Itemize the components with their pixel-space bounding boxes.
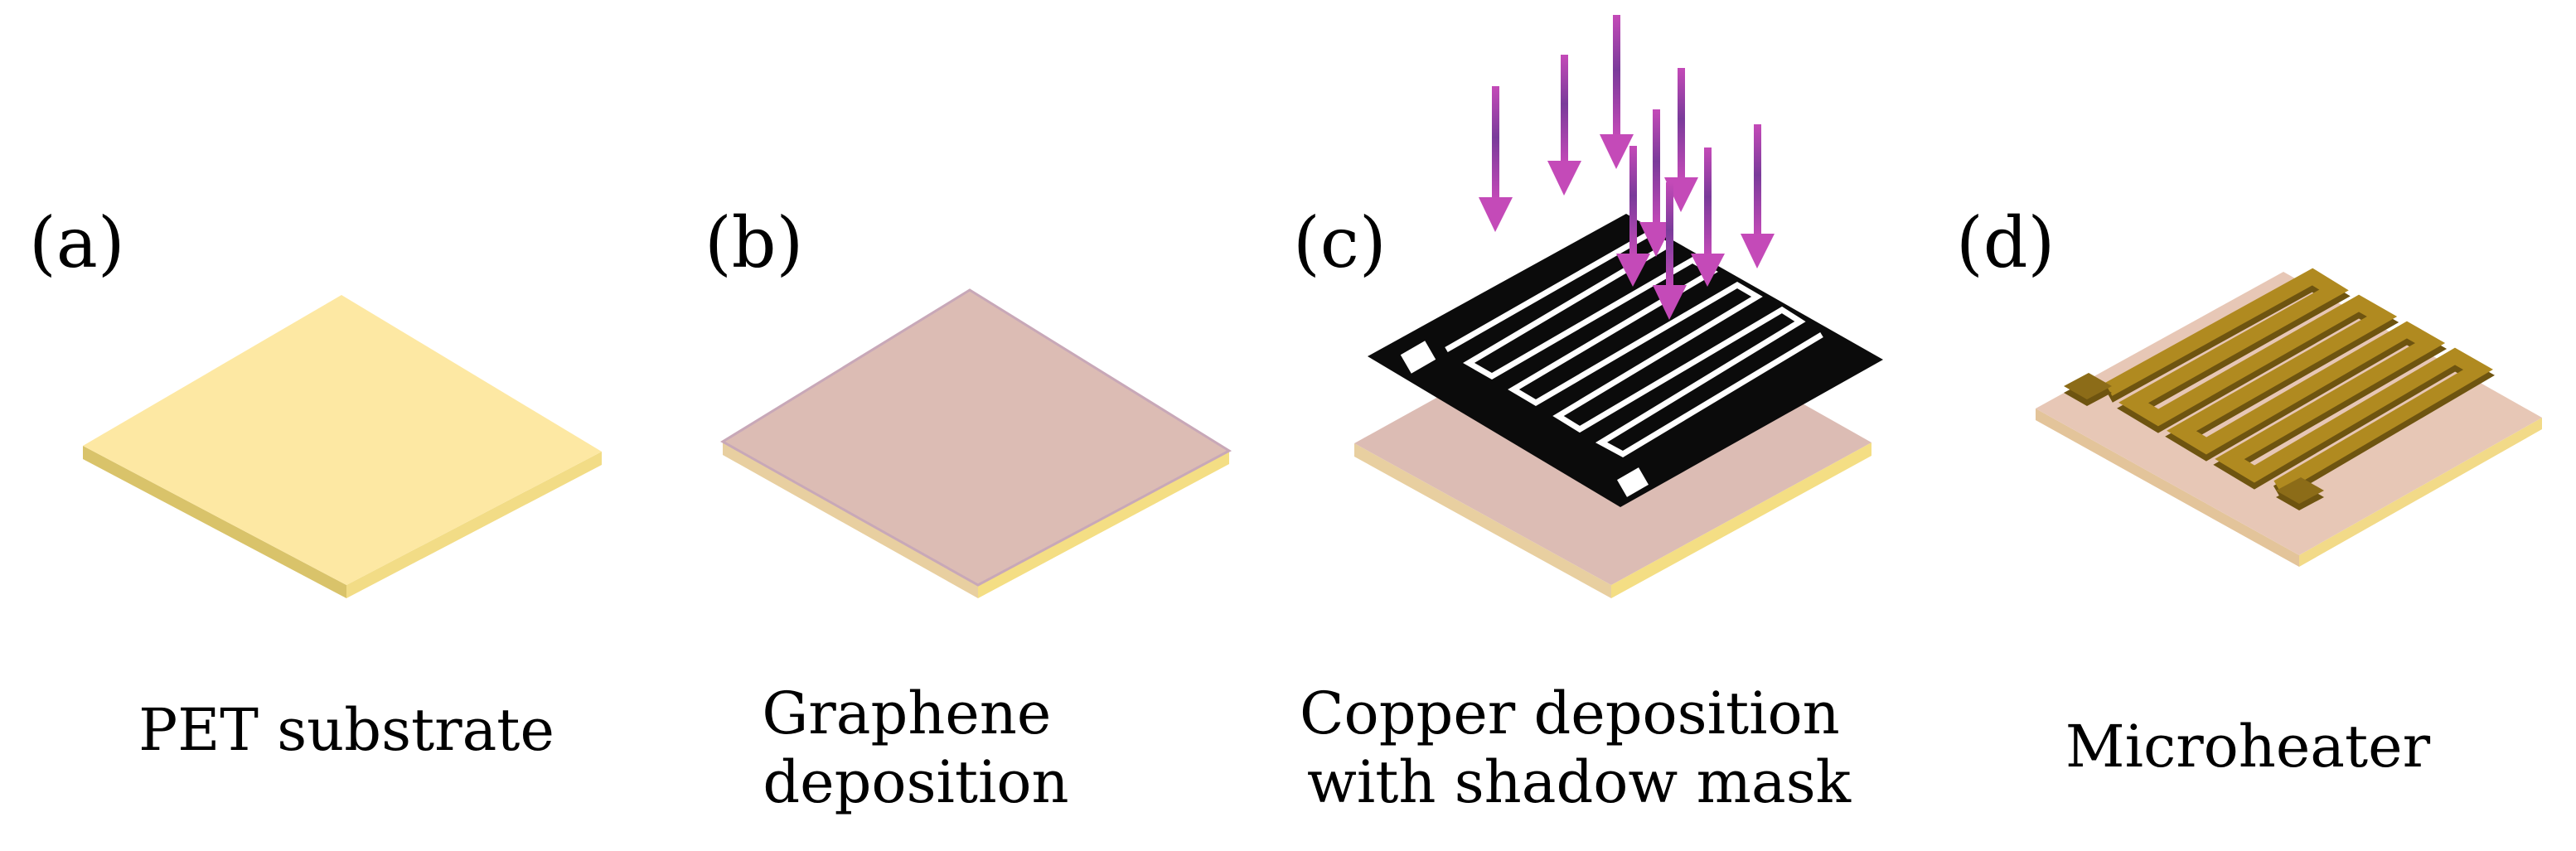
substrate-side-right: [978, 451, 1229, 598]
deposition-arrow-icon: [1479, 86, 1513, 232]
pet-side-right: [346, 452, 602, 598]
panel-a-label: (a): [29, 202, 125, 283]
pet-top-face: [83, 295, 602, 585]
mask-plate: [1368, 214, 1883, 507]
substrate-side-right: [2299, 418, 2542, 567]
panel-b: (b) Graphene deposition: [705, 202, 1232, 816]
panel-a-caption: PET substrate: [138, 696, 554, 764]
panel-c-label: (c): [1293, 202, 1387, 283]
deposition-arrow-icon: [1639, 109, 1673, 257]
substrate-side-right: [1611, 442, 1871, 598]
panel-b-caption: Graphene deposition: [762, 679, 1069, 816]
mask-pad-right: [1617, 467, 1649, 497]
deposition-arrow-icon: [1600, 15, 1634, 169]
deposition-arrow-icon: [1691, 147, 1725, 287]
graphene-top-face: [720, 288, 1232, 587]
substrate-top-face: [2036, 272, 2542, 555]
panel-d: (d) Microheater: [1956, 202, 2542, 781]
substrate-side-left: [723, 442, 978, 598]
pet-substrate: [83, 295, 602, 598]
substrate-side-left: [1354, 443, 1611, 598]
microheater-device: [2036, 268, 2542, 567]
contact-pad-right: [2276, 477, 2324, 510]
graphene-coated-substrate: [720, 288, 1232, 598]
panel-d-caption: Microheater: [2065, 713, 2431, 781]
pet-side-left: [83, 446, 346, 598]
deposition-arrow-icon: [1741, 124, 1775, 268]
deposition-arrow-icon: [1653, 182, 1687, 320]
contact-pad-left: [2064, 373, 2112, 406]
substrate-side-left: [2036, 409, 2299, 567]
shadow-mask: [1368, 214, 1883, 507]
panel-c-caption: Copper deposition with shadow mask: [1300, 679, 1858, 816]
panel-c: (c): [1293, 15, 1883, 816]
deposition-arrow-icon: [1547, 55, 1581, 196]
panel-a: (a) PET substrate: [29, 202, 602, 764]
deposition-arrow-icon: [1616, 146, 1650, 287]
panel-b-label: (b): [705, 202, 803, 283]
panel-d-label: (d): [1956, 202, 2055, 283]
copper-deposition-arrows: [1479, 15, 1775, 320]
mask-serpentine-opening: [1445, 230, 1823, 458]
mask-pad-left: [1400, 341, 1436, 374]
copper-trace: [2104, 268, 2493, 494]
